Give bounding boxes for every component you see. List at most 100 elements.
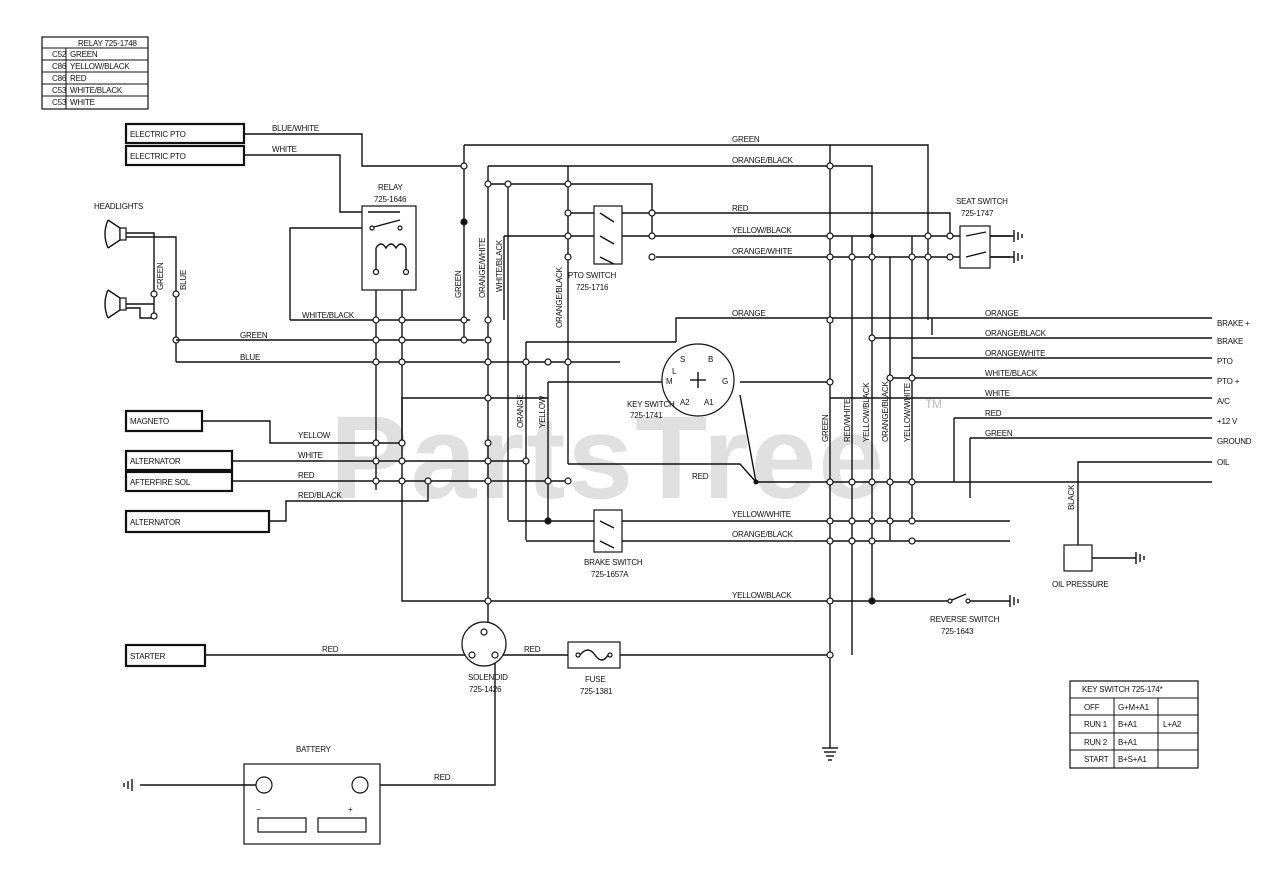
connector-label: PTO + (1217, 377, 1240, 386)
svg-text:AFTERFIRE SOL: AFTERFIRE SOL (130, 478, 191, 487)
svg-text:GREEN: GREEN (156, 262, 165, 290)
solenoid: SOLENOID 725-1426 (461, 621, 508, 694)
svg-text:A1: A1 (704, 398, 714, 407)
relay-pin: C53 (52, 86, 67, 95)
connector-label: OIL (1217, 458, 1230, 467)
relay-table: RELAY 725-1748 C52 GREEN C86 YELLOW/BLAC… (41, 36, 149, 110)
key-switch: S B L M G A2 A1 KEY SWITCH 725-1741 (627, 343, 735, 420)
svg-text:RED: RED (692, 472, 709, 481)
svg-text:YELLOW/WHITE: YELLOW/WHITE (903, 383, 912, 442)
svg-text:SOLENOID: SOLENOID (468, 673, 508, 682)
svg-text:WHITE: WHITE (985, 389, 1010, 398)
svg-text:ORANGE/BLACK: ORANGE/BLACK (555, 266, 564, 328)
ground-symbol (822, 747, 838, 761)
svg-text:725-1747: 725-1747 (961, 209, 994, 218)
svg-text:RUN 1: RUN 1 (1084, 720, 1108, 729)
relay: RELAY 725-1646 (361, 183, 417, 291)
svg-text:YELLOW/BLACK: YELLOW/BLACK (732, 591, 792, 600)
svg-text:SEAT SWITCH: SEAT SWITCH (956, 197, 1008, 206)
svg-text:ORANGE: ORANGE (732, 309, 765, 318)
svg-text:GREEN: GREEN (732, 135, 760, 144)
svg-text:725-1646: 725-1646 (374, 195, 407, 204)
svg-text:STARTER: STARTER (130, 652, 166, 661)
svg-text:ALTERNATOR: ALTERNATOR (130, 518, 181, 527)
svg-text:GREEN: GREEN (821, 414, 830, 442)
svg-text:OIL PRESSURE: OIL PRESSURE (1052, 580, 1108, 589)
relay-wire: YELLOW/BLACK (70, 62, 130, 71)
svg-text:ORANGE/BLACK: ORANGE/BLACK (732, 156, 794, 165)
svg-text:BLUE/WHITE: BLUE/WHITE (272, 124, 319, 133)
svg-text:RUN 2: RUN 2 (1084, 738, 1108, 747)
svg-text:WHITE/BLACK: WHITE/BLACK (302, 311, 355, 320)
svg-text:BRAKE SWITCH: BRAKE SWITCH (584, 558, 643, 567)
alternator-1: ALTERNATOR (124, 449, 234, 472)
svg-text:RED: RED (985, 409, 1002, 418)
svg-text:START: START (1084, 755, 1109, 764)
starter: STARTER (124, 643, 207, 668)
svg-text:WHITE: WHITE (272, 145, 297, 154)
svg-text:M: M (666, 377, 673, 386)
svg-text:MAGNETO: MAGNETO (130, 417, 169, 426)
svg-text:725-1716: 725-1716 (576, 283, 609, 292)
electric-pto-2: ELECTRIC PTO (124, 144, 246, 167)
relay-table-title: RELAY 725-1748 (78, 39, 137, 48)
svg-text:ORANGE/WHITE: ORANGE/WHITE (478, 238, 487, 298)
svg-text:A2: A2 (680, 398, 690, 407)
svg-text:725-1741: 725-1741 (630, 411, 663, 420)
svg-text:RED: RED (322, 645, 339, 654)
svg-text:RED: RED (732, 204, 749, 213)
relay-wire: GREEN (70, 50, 98, 59)
relay-wire: WHITE/BLACK (70, 86, 123, 95)
svg-text:ELECTRIC PTO: ELECTRIC PTO (130, 152, 186, 161)
svg-text:YELLOW/BLACK: YELLOW/BLACK (862, 382, 871, 442)
svg-text:RED: RED (524, 645, 541, 654)
svg-text:RED: RED (434, 773, 451, 782)
svg-text:REVERSE SWITCH: REVERSE SWITCH (930, 615, 1000, 624)
connector-label: +12 V (1217, 417, 1238, 426)
connector-label: BRAKE (1217, 337, 1243, 346)
svg-text:ORANGE/BLACK: ORANGE/BLACK (732, 530, 794, 539)
magneto: MAGNETO (124, 409, 204, 433)
svg-text:ELECTRIC PTO: ELECTRIC PTO (130, 130, 186, 139)
alternator-2: ALTERNATOR (124, 509, 271, 534)
svg-text:725-1643: 725-1643 (941, 627, 974, 636)
svg-text:ORANGE/WHITE: ORANGE/WHITE (732, 247, 792, 256)
svg-text:725-1381: 725-1381 (580, 687, 613, 696)
svg-text:ALTERNATOR: ALTERNATOR (130, 457, 181, 466)
svg-text:GREEN: GREEN (454, 270, 463, 298)
svg-text:BATTERY: BATTERY (296, 745, 332, 754)
svg-text:PTO SWITCH: PTO SWITCH (568, 271, 616, 280)
svg-text:HEADLIGHTS: HEADLIGHTS (94, 202, 143, 211)
svg-text:−: − (256, 805, 261, 814)
electric-pto-1: ELECTRIC PTO (124, 122, 246, 145)
svg-text:B+S+A1: B+S+A1 (1118, 755, 1147, 764)
svg-text:RED/BLACK: RED/BLACK (298, 491, 342, 500)
relay-pin: C86 (52, 74, 67, 83)
headlights: HEADLIGHTS GREEN BLUE (94, 202, 188, 362)
svg-text:ORANGE/BLACK: ORANGE/BLACK (985, 329, 1047, 338)
watermark-tm: TM (925, 397, 942, 411)
svg-text:YELLOW/WHITE: YELLOW/WHITE (732, 510, 791, 519)
svg-text:WHITE/BLACK: WHITE/BLACK (985, 369, 1038, 378)
svg-text:+: + (348, 805, 353, 814)
svg-text:BLACK: BLACK (1067, 484, 1076, 510)
afterfire-sol: AFTERFIRE SOL (124, 470, 234, 493)
svg-text:ORANGE: ORANGE (516, 395, 525, 428)
svg-text:WHITE/BLACK: WHITE/BLACK (495, 239, 504, 292)
svg-text:YELLOW: YELLOW (538, 395, 547, 428)
connector-label: GROUND (1217, 437, 1252, 446)
fuse: FUSE 725-1381 (567, 641, 621, 696)
svg-text:S: S (680, 355, 685, 364)
reverse-switch: REVERSE SWITCH 725-1643 (930, 593, 1019, 636)
pto-switch: PTO SWITCH 725-1716 (568, 205, 623, 292)
svg-text:B: B (708, 355, 713, 364)
connectors (372, 162, 954, 659)
svg-text:RED/WHITE: RED/WHITE (843, 399, 852, 442)
brake-switch: BRAKE SWITCH 725-1657A (584, 509, 643, 579)
connector-label: BRAKE + (1217, 319, 1250, 328)
relay-wire: WHITE (70, 98, 95, 107)
svg-text:YELLOW: YELLOW (298, 431, 331, 440)
svg-text:L: L (672, 367, 677, 376)
svg-text:BLUE: BLUE (179, 270, 188, 290)
